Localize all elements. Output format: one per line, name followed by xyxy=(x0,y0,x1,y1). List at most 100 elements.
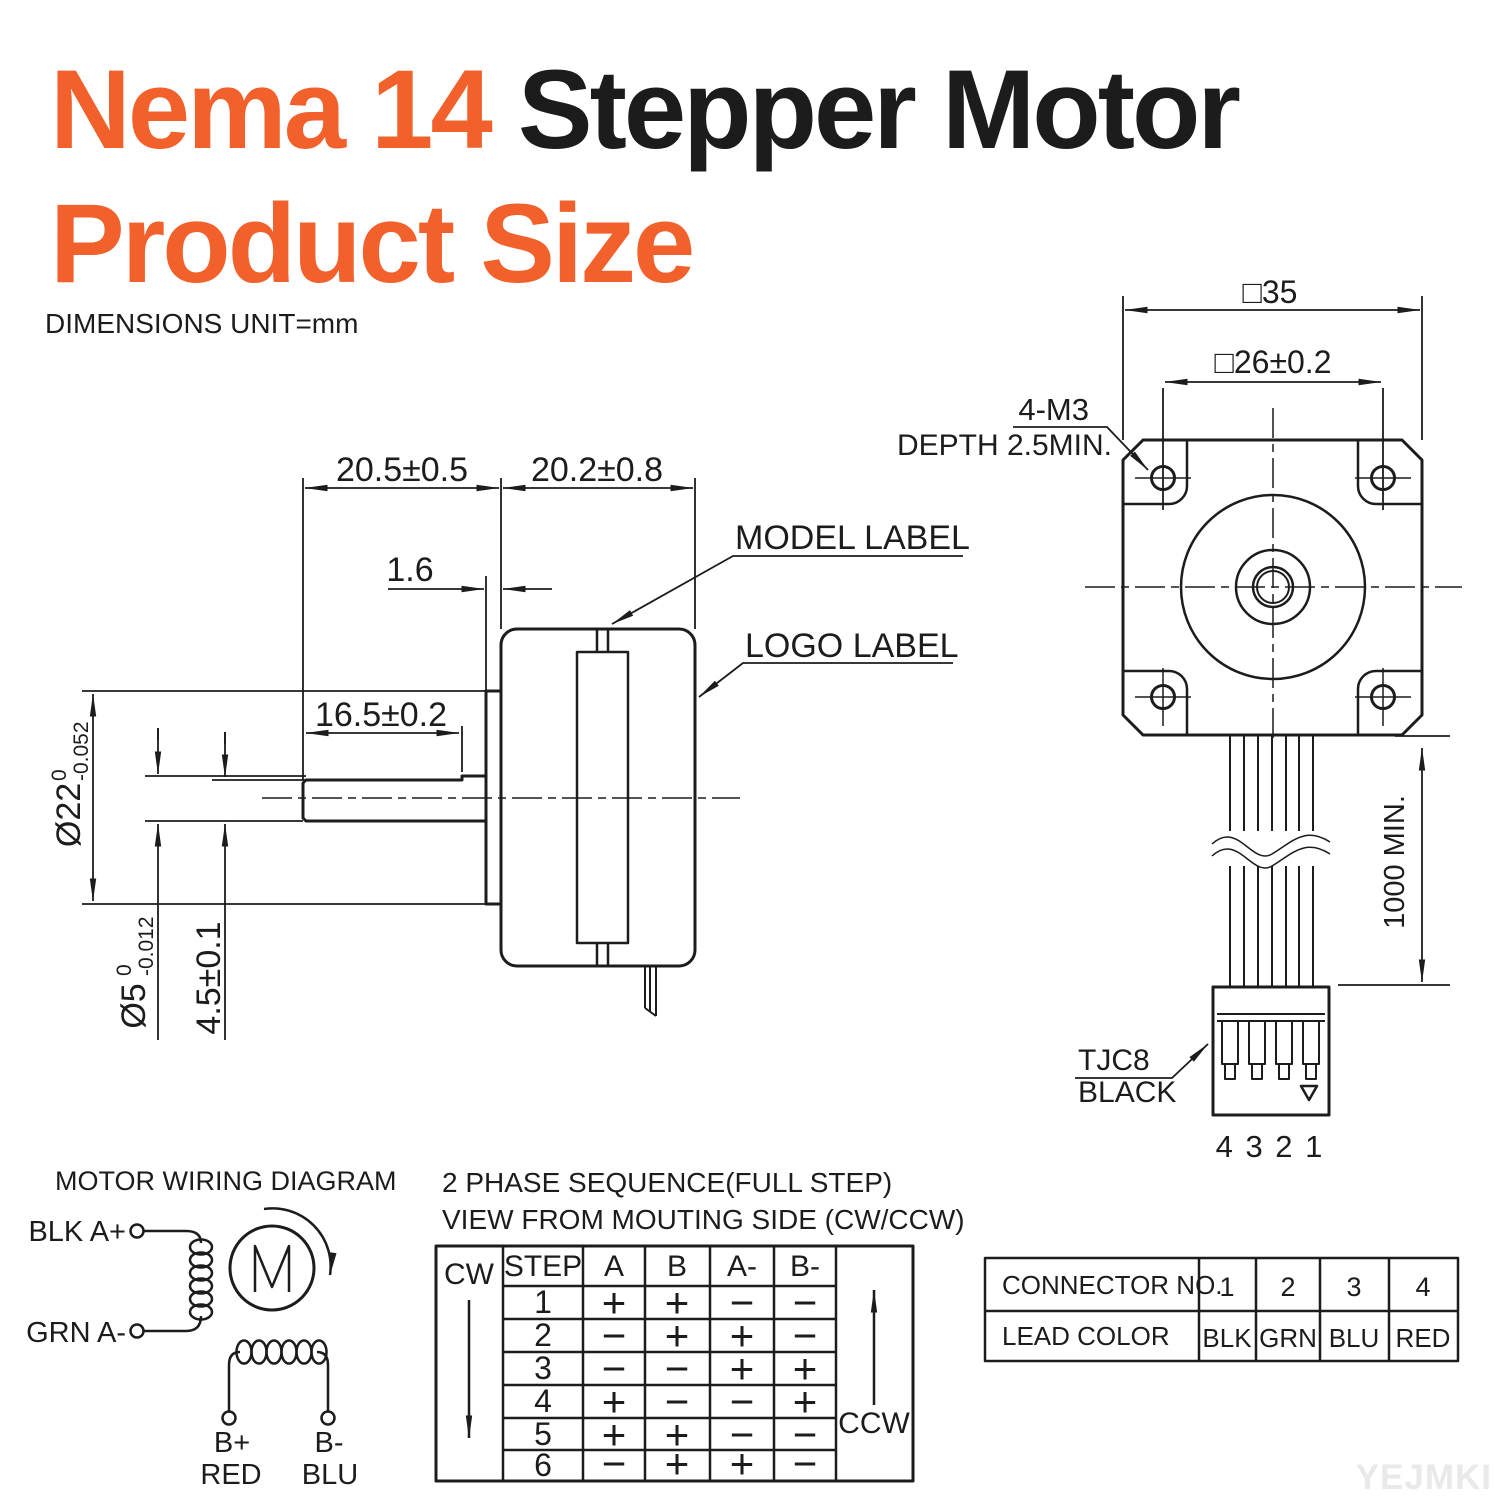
cable-wires xyxy=(1211,735,1331,987)
coil-b xyxy=(235,1339,328,1365)
motor-letter-m xyxy=(253,1244,291,1292)
svg-text:−: − xyxy=(730,1378,755,1425)
motor-symbol xyxy=(228,1207,337,1312)
lead-color-3: BLU xyxy=(1329,1323,1380,1353)
svg-text:−: − xyxy=(665,1345,690,1392)
dim-cable-length-text: 1000 MIN. xyxy=(1379,795,1411,929)
phase-table-row: 1 + + − − xyxy=(534,1279,817,1326)
svg-text:−: − xyxy=(793,1312,818,1359)
connector-table-grid xyxy=(985,1258,1458,1361)
connector-no-3: 3 xyxy=(1346,1272,1361,1302)
phase-table-row: 5 + + − − xyxy=(534,1411,817,1458)
shaft-dia-value: Ø5 xyxy=(115,983,153,1028)
connector-no-1: 1 xyxy=(1219,1272,1234,1302)
lead-color-4: RED xyxy=(1396,1323,1451,1353)
phase-table-header: STEP A B A- B- xyxy=(504,1250,820,1283)
logo-label-text: LOGO LABEL xyxy=(745,627,959,665)
connector-no-label: CONNECTOR NO. xyxy=(1002,1270,1223,1300)
connector-label-1: TJC8 xyxy=(1078,1044,1150,1077)
corner-pockets xyxy=(1123,440,1422,735)
connector-no-2: 2 xyxy=(1280,1272,1295,1302)
phase-title-line2: VIEW FROM MOUTING SIDE (CW/CCW) xyxy=(442,1204,965,1235)
phase-table-row: 6 − + + − xyxy=(534,1440,817,1487)
terminal-b-plus-label: B+ xyxy=(214,1427,250,1459)
svg-text:−: − xyxy=(665,1378,690,1425)
ccw-label: CCW xyxy=(838,1407,910,1440)
front-view: □35 □26±0.2 4-M3 DEPTH 2.5MIN. 1000 MIN.… xyxy=(897,274,1462,1164)
connector-label-2: BLACK xyxy=(1078,1076,1176,1109)
connector-leader xyxy=(1075,1043,1209,1079)
title-block: Nema 14 Stepper Motor Product Size DIMEN… xyxy=(45,47,1242,339)
terminal-a-minus-node xyxy=(129,1323,145,1339)
svg-text:−: − xyxy=(793,1411,818,1458)
dim-flat-length-text: 16.5±0.2 xyxy=(315,696,447,734)
pin1-marker-triangle xyxy=(1299,1084,1319,1102)
shaft-dia-tol-lower: -0.012 xyxy=(135,916,158,976)
pilot-dia-tol-upper: 0 xyxy=(48,769,71,781)
svg-text:+: + xyxy=(602,1411,627,1458)
dim-shaft-diameter-text: Ø5 0 -0.012 xyxy=(113,916,158,1028)
header-a-neg: A- xyxy=(727,1250,757,1283)
phase-table-border xyxy=(434,1244,915,1483)
motor-circle xyxy=(228,1224,316,1312)
svg-text:4: 4 xyxy=(534,1383,552,1419)
svg-text:4.5±0.1: 4.5±0.1 xyxy=(190,921,228,1034)
svg-text:5: 5 xyxy=(534,1416,552,1452)
front-body-outline xyxy=(1121,438,1424,737)
svg-text:1: 1 xyxy=(534,1284,552,1320)
svg-text:+: + xyxy=(665,1312,690,1359)
model-label-text: MODEL LABEL xyxy=(735,519,970,557)
svg-text:+: + xyxy=(730,1440,755,1487)
mount-holes-leader xyxy=(1013,426,1149,471)
lead-color-1: BLK xyxy=(1202,1323,1252,1353)
terminal-b-minus-node xyxy=(320,1410,336,1426)
phase-table-row: 2 − + + − xyxy=(534,1312,817,1359)
header-step: STEP xyxy=(504,1250,582,1283)
page-title-line1: Nema 14 Stepper Motor xyxy=(50,47,1239,172)
terminal-b-minus-color: BLU xyxy=(302,1459,358,1491)
phase-b-circuit xyxy=(221,1339,336,1426)
dim-flat-height-text: 4.5±0.1 xyxy=(190,921,228,1034)
coil-a xyxy=(188,1238,214,1321)
svg-text:+: + xyxy=(730,1312,755,1359)
dim-flange-thickness-text: 1.6 xyxy=(386,551,433,589)
terminal-a-minus-label: GRN A- xyxy=(26,1317,126,1349)
svg-text:−: − xyxy=(730,1279,755,1326)
phase-table-row-lines xyxy=(503,1284,836,1452)
svg-text:−: − xyxy=(602,1440,627,1487)
header-b-neg: B- xyxy=(790,1250,820,1283)
dim-pilot-diameter-text: Ø22 0 -0.052 xyxy=(48,721,93,847)
dim-body-length-text: 20.2±0.8 xyxy=(531,451,663,489)
svg-text:2: 2 xyxy=(534,1317,552,1353)
svg-text:+: + xyxy=(602,1279,627,1326)
svg-text:−: − xyxy=(602,1312,627,1359)
svg-text:3: 3 xyxy=(534,1350,552,1386)
phase-table-row: 3 − − + + xyxy=(534,1345,817,1392)
svg-text:+: + xyxy=(602,1378,627,1425)
page-title-line2: Product Size xyxy=(50,181,692,306)
dim-body-square-text: □35 xyxy=(1243,274,1298,310)
rotation-arrow xyxy=(263,1207,337,1276)
pin-numbers-text: 4 3 2 1 xyxy=(1216,1129,1325,1164)
page-title-black: Stepper Motor xyxy=(490,47,1240,172)
header-b: B xyxy=(667,1250,687,1283)
terminal-a-plus-node xyxy=(129,1223,145,1239)
terminal-a-plus-label: BLK A+ xyxy=(28,1216,126,1248)
svg-text:+: + xyxy=(730,1345,755,1392)
side-view: 20.5±0.5 20.2±0.8 1.6 16.5±0.2 Ø22 0 -0.… xyxy=(48,451,970,1040)
svg-text:−: − xyxy=(793,1440,818,1487)
connector xyxy=(1211,985,1331,1117)
connector-housing xyxy=(1211,985,1331,1117)
phase-table: CW CCW STEP A B A- B- 1 + + − − 2 − + xyxy=(434,1244,915,1487)
wiring-diagram: MOTOR WIRING DIAGRAM BLK A+ GRN A- xyxy=(26,1166,396,1491)
shaft-outline xyxy=(301,774,486,823)
wiring-title: MOTOR WIRING DIAGRAM xyxy=(55,1166,397,1196)
units-note: DIMENSIONS UNIT=mm xyxy=(45,308,358,339)
connector-table-border xyxy=(983,1256,1460,1363)
svg-text:+: + xyxy=(793,1345,818,1392)
pilot-dia-value: Ø22 xyxy=(50,783,88,847)
pilot-dia-tol-lower: -0.052 xyxy=(70,721,93,781)
connector-table: CONNECTOR NO. 1 2 3 4 LEAD COLOR BLK GRN… xyxy=(983,1256,1460,1363)
phase-sequence-section: 2 PHASE SEQUENCE(FULL STEP) VIEW FROM MO… xyxy=(434,1167,965,1487)
